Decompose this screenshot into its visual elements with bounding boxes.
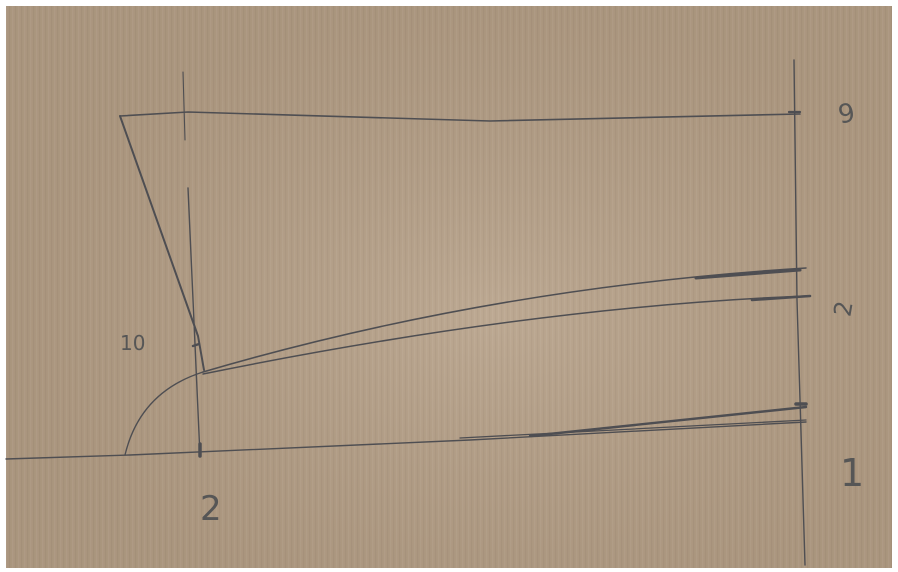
label-middle-right: 2 [828,299,858,319]
left-slant-line [119,115,205,371]
label-top-right: 9 [836,98,858,130]
base-line [5,421,807,460]
hip-curve [124,371,204,456]
top-tick-line [182,71,186,141]
lower-diagonal-line [202,295,807,375]
label-left-measure: 10 [120,331,145,355]
label-bottom-center: 2 [200,489,222,529]
center-vertical-line [187,187,201,457]
pencil-lines [5,59,812,566]
label-bottom-right: 1 [840,451,864,495]
top-line [119,111,801,122]
right-vertical-line [793,59,806,566]
